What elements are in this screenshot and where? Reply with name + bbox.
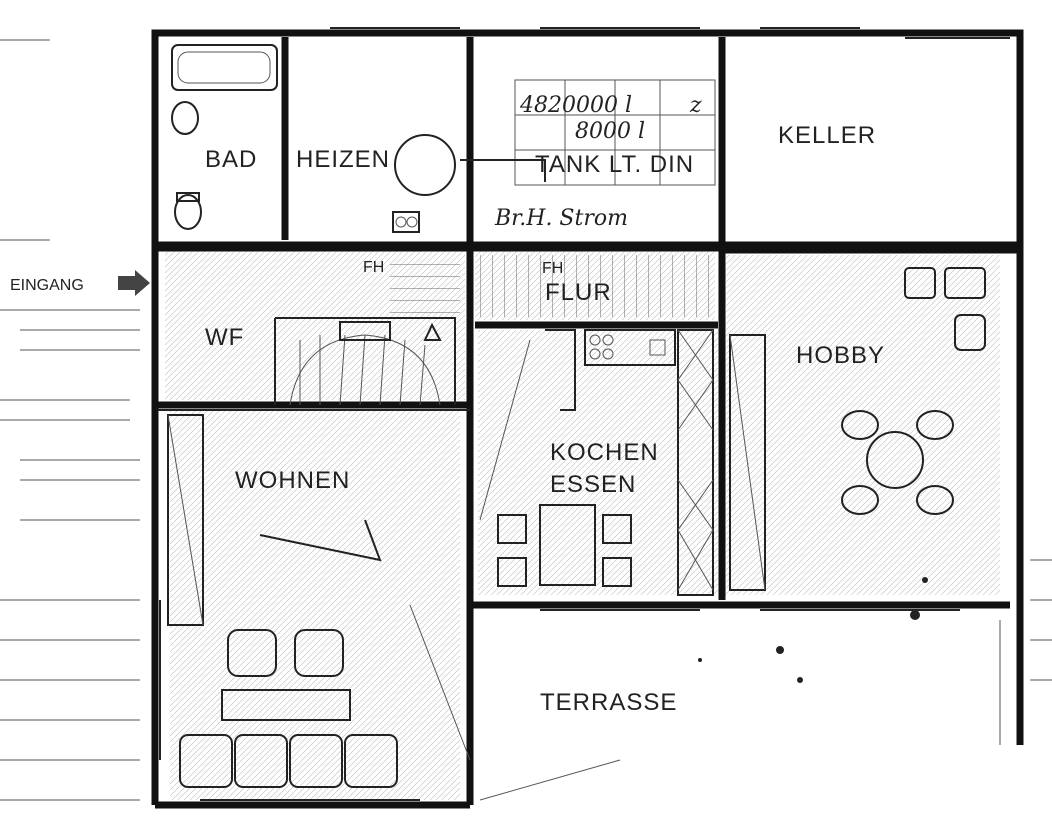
handwritten-z: z (689, 93, 702, 118)
chair-icon (497, 514, 527, 544)
boiler-fixture (392, 134, 456, 233)
terrace-lines (479, 559, 1052, 801)
outer-walls (151, 29, 1024, 809)
living-fixtures (167, 414, 471, 788)
scan-noise (698, 577, 928, 683)
handwritten-power-note: Br.H. Strom (494, 206, 628, 231)
handwritten-tank-volume: 8000 l (575, 119, 645, 144)
room-label-flur: FLUR (545, 279, 612, 306)
room-label-eingang: EINGANG (10, 277, 84, 294)
room-label-terrasse: TERRASSE (540, 689, 677, 716)
stair-grid-left (390, 255, 460, 317)
room-label-wf: WF (205, 324, 244, 351)
interior-walls (158, 37, 1018, 605)
bathroom-fixtures (171, 44, 278, 230)
handwritten-tank-capacity: 4820000 l (519, 93, 632, 118)
oil-tank-grid (514, 79, 716, 186)
windows (159, 27, 1010, 801)
hobby-fixtures (729, 267, 986, 591)
stove-burner-icon (589, 334, 601, 346)
kitchen-fixtures (479, 329, 714, 596)
room-label-tank: TANK LT. DIN (535, 151, 694, 178)
toilet-icon (174, 194, 202, 230)
washbasin-icon (171, 101, 199, 135)
boiler-icon (394, 134, 456, 196)
room-label-hobby: HOBBY (796, 342, 885, 369)
round-table-icon (866, 431, 924, 489)
room-label-essen: ESSEN (550, 471, 636, 498)
armchair-icon (227, 629, 277, 677)
site-lines-left (0, 39, 140, 801)
label-fh-left: FH (363, 259, 384, 276)
label-fh-right: FH (542, 260, 563, 277)
room-label-heizen: HEIZEN (296, 146, 390, 173)
room-label-kochen: KOCHEN (550, 439, 659, 466)
staircase (274, 317, 456, 406)
room-label-wohnen: WOHNEN (235, 467, 350, 494)
floor-hatching (165, 250, 1000, 800)
pipe-line (460, 159, 546, 182)
sofa-icon (179, 734, 233, 788)
entrance-arrow-icon (118, 270, 150, 296)
room-label-keller: KELLER (778, 122, 876, 149)
room-label-bad: BAD (205, 146, 257, 173)
coffee-table-icon (221, 689, 351, 721)
stair-grid-right (480, 255, 715, 317)
